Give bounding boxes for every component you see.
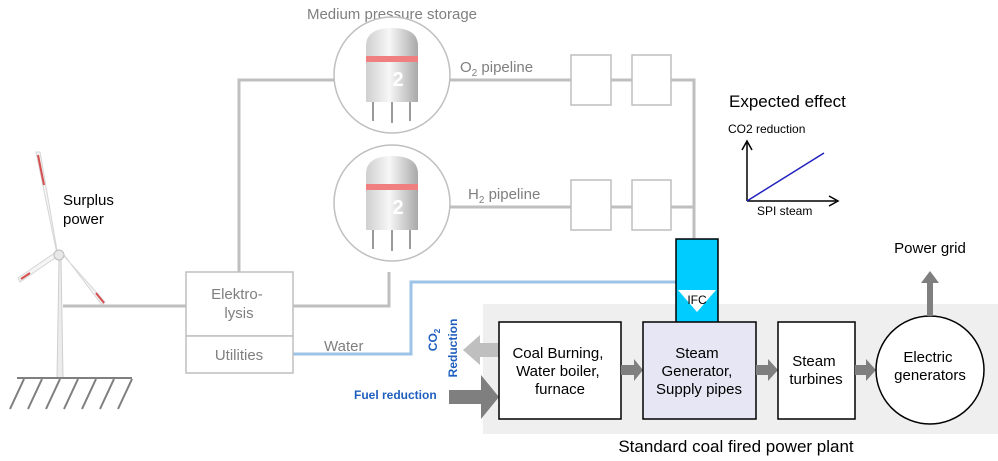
fuel-reduction-arrow xyxy=(449,375,499,419)
elektrolysis-box xyxy=(185,271,294,337)
o2-tank-digit: 2 xyxy=(392,69,403,91)
water-label: Water xyxy=(324,338,363,355)
arrow-to-steam-generator xyxy=(621,359,643,381)
utilities-label: Utilities xyxy=(215,347,263,364)
o2-pipeline-label: O2 pipeline xyxy=(460,59,533,79)
steam-generator-box xyxy=(642,321,757,420)
coal-burning-label: Coal Burning, Water boiler, furnace xyxy=(512,345,607,398)
fuel-reduction-label: Fuel reduction xyxy=(354,388,437,402)
electric-generators-label: Electric generators xyxy=(894,349,966,384)
utilities-box xyxy=(185,335,294,374)
steam-turbines-label: Steam turbines xyxy=(789,353,842,388)
arrow-to-generators xyxy=(855,359,876,381)
power-grid-label: Power grid xyxy=(894,240,966,257)
h2-tank-digit: 2 xyxy=(392,197,403,219)
ground-icon xyxy=(9,377,133,410)
h2-storage-tank: 2 xyxy=(333,144,451,262)
o2-storage-tank: 2 xyxy=(333,16,451,134)
expected-effect-x-label: SPI steam xyxy=(757,204,812,218)
grey-pipes xyxy=(63,78,696,308)
co2-reduction-arrow xyxy=(463,335,499,365)
arrow-to-steam-turbines xyxy=(756,359,778,381)
steam-turbines-box xyxy=(777,321,856,420)
steam-generator-label: Steam Generator, Supply pipes xyxy=(656,345,742,398)
elektrolysis-label: Elektro- lysis xyxy=(211,286,267,322)
h2-box-2 xyxy=(631,179,672,231)
storage-title: Medium pressure storage xyxy=(307,6,477,23)
expected-effect-y-label: CO2 reduction xyxy=(728,122,805,136)
expected-effect-title: Expected effect xyxy=(729,92,846,111)
co2-reduction-label-2: Reduction xyxy=(446,319,460,378)
co2-reduction-label: CO2 xyxy=(426,328,442,351)
wind-turbine-icon xyxy=(17,151,106,379)
ifc-nozzle xyxy=(678,290,716,312)
surplus-power-label: Surplus power xyxy=(63,192,118,228)
h2-pipeline-label: H2 pipeline xyxy=(468,186,540,206)
plant-label: Standard coal fired power plant xyxy=(618,437,854,456)
o2-box-1 xyxy=(570,54,612,106)
water-pipe xyxy=(293,280,676,356)
expected-effect-axes xyxy=(741,139,840,207)
h2-box-1 xyxy=(570,179,612,231)
expected-effect-trend-line xyxy=(746,152,825,202)
power-grid-arrow xyxy=(921,271,939,316)
ifc-label: IFC xyxy=(687,293,707,307)
o2-box-2 xyxy=(631,54,672,106)
coal-burning-box xyxy=(498,321,622,420)
